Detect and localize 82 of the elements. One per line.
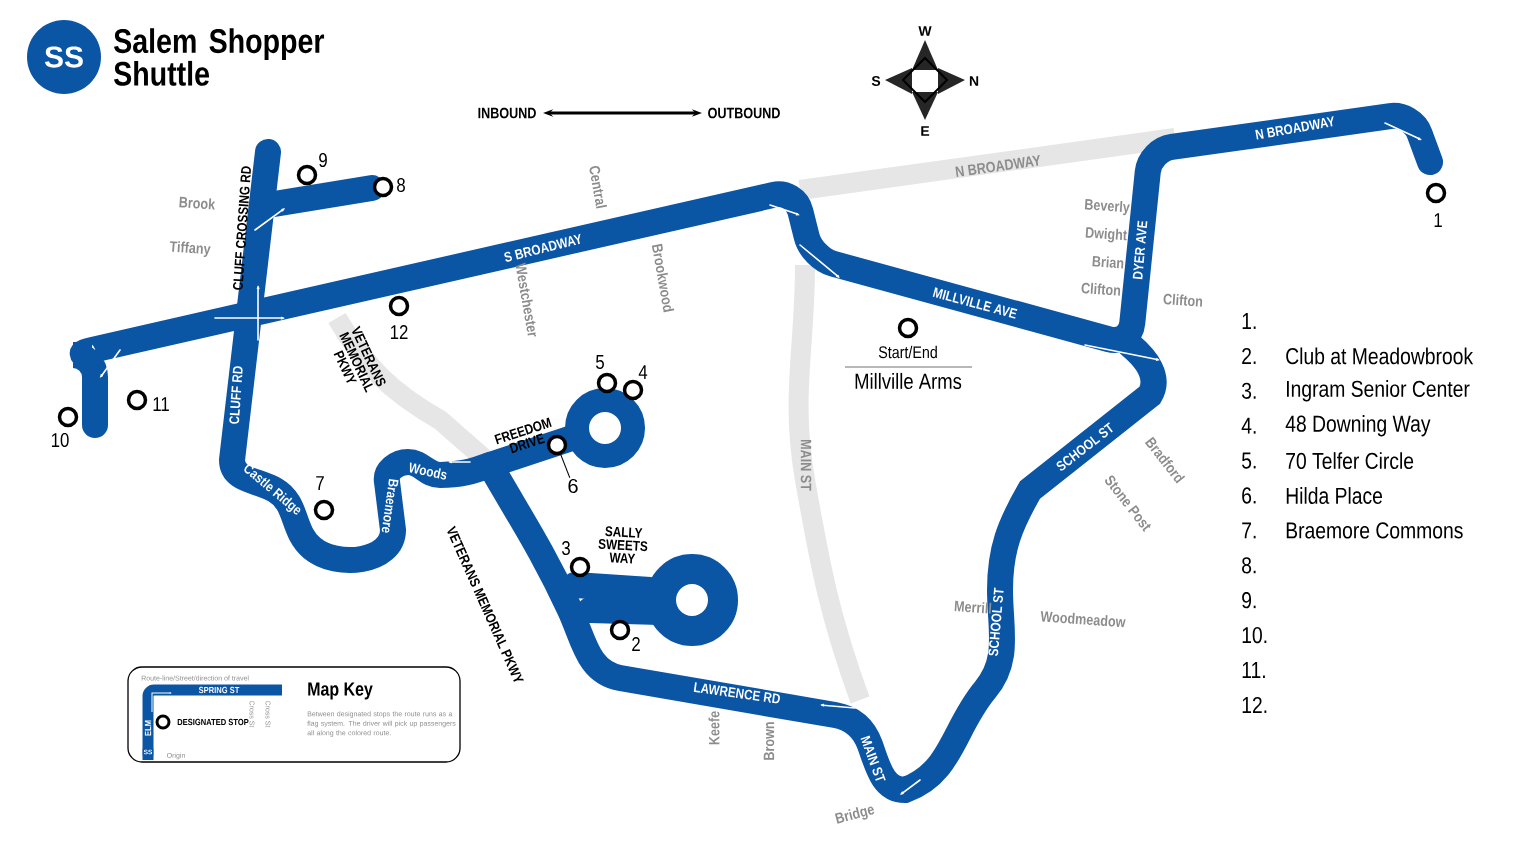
street-name: MAIN ST <box>800 439 812 491</box>
route-street-name: CLUFF RD <box>229 366 243 424</box>
stop-number: 2 <box>632 637 640 651</box>
key-stop-label: DESIGNATED STOP <box>177 718 249 726</box>
route-street-name: DYER AVE <box>1132 220 1148 280</box>
list-number: 10. <box>1242 626 1267 644</box>
list-entry: Hilda Place <box>1286 487 1383 504</box>
stop-marker <box>388 295 410 317</box>
route-street-name: LAWRENCE RD <box>693 682 780 704</box>
compass-letter: E <box>921 126 930 136</box>
street-name: Beverly <box>1084 199 1130 216</box>
title: Salem Shopper Shuttle <box>114 28 325 86</box>
stop-marker <box>596 372 618 394</box>
list-number: 8. <box>1242 557 1256 574</box>
compass-letter: N <box>969 76 979 86</box>
stop-number: 8 <box>397 177 405 193</box>
street-name: Clifton <box>1163 293 1203 307</box>
stop-number: 6 <box>568 478 578 494</box>
list-number: 7. <box>1242 522 1256 539</box>
list-number: 5. <box>1242 452 1256 469</box>
stop-number: 4 <box>638 365 648 379</box>
stop-marker <box>609 619 631 641</box>
street-name: N BROADWAY <box>955 154 1040 177</box>
stop-marker <box>296 164 318 186</box>
stop-number: 11 <box>153 397 169 411</box>
stop-marker <box>126 389 148 411</box>
direction-label: OUTBOUND <box>708 107 780 119</box>
list-number: 2. <box>1242 347 1256 364</box>
compass-letter: W <box>918 26 932 36</box>
list-entry: 70 Telfer Circle <box>1286 452 1414 470</box>
street-name: Westchester <box>515 262 537 337</box>
street-name: SALLY SWEETS WAY <box>598 526 648 564</box>
key-route-street-name: ELM <box>144 720 152 736</box>
list-entry: Braemore Commons <box>1286 522 1463 539</box>
stop-number: 10 <box>51 432 69 448</box>
direction-label: INBOUND <box>478 107 536 119</box>
stop-marker <box>57 406 79 428</box>
stop-number: 3 <box>562 540 570 556</box>
list-entry: 48 Downing Way <box>1285 415 1431 437</box>
compass-letter: S <box>871 76 881 86</box>
street-name: Brian <box>1092 256 1124 269</box>
street-name: Woodmeadow <box>1040 611 1126 628</box>
list-number: 9. <box>1242 592 1256 609</box>
street-name: Keefe <box>708 711 720 745</box>
key-route-street-name: SPRING ST <box>198 686 240 694</box>
list-number: 12. <box>1242 696 1267 713</box>
key-title: Map Key <box>308 682 373 700</box>
list-number: 11. <box>1242 662 1265 678</box>
street-name: Central <box>589 166 608 209</box>
street-name: Dwight <box>1085 227 1127 243</box>
list-number: 6. <box>1242 487 1256 504</box>
list-number: 4. <box>1241 417 1256 434</box>
stop-marker <box>1425 182 1447 204</box>
street-name: Bridge <box>834 806 875 824</box>
leader-line <box>560 454 571 479</box>
stop-caption: Start/End <box>878 345 937 359</box>
stop-marker <box>569 556 591 578</box>
stop-marker <box>622 379 644 401</box>
stop-number: 12 <box>390 325 408 339</box>
stop-number: 7 <box>316 476 324 490</box>
stop-marker <box>372 176 394 198</box>
stop-marker <box>897 317 919 339</box>
street-name: Clifton <box>1081 282 1121 296</box>
stop-number: 9 <box>319 152 327 168</box>
stop-number: 5 <box>596 355 604 369</box>
stop-marker <box>313 499 335 521</box>
street-name: CLUFF CROSSING RD <box>233 166 251 290</box>
list-entry: Club at Meadowbrook <box>1286 347 1474 365</box>
stop-name: Millville Arms <box>855 372 962 390</box>
street-name: Brown <box>763 722 775 760</box>
route-badge-text: SS <box>44 46 83 68</box>
route-street-name: Braemore <box>381 478 399 533</box>
list-number: 1. <box>1242 313 1256 329</box>
list-number: 3. <box>1241 382 1256 399</box>
route-street-name: N BROADWAY <box>1255 116 1334 140</box>
list-entry: Ingram Senior Center <box>1287 380 1470 402</box>
street-name: Brookwood <box>651 243 675 313</box>
street-name: Tiffany <box>170 241 211 258</box>
route-street-name: MAIN ST <box>860 735 886 781</box>
route-street-name: Woods <box>409 462 447 480</box>
street-name: Brook <box>179 196 216 210</box>
stop-number: 1 <box>1434 213 1442 227</box>
